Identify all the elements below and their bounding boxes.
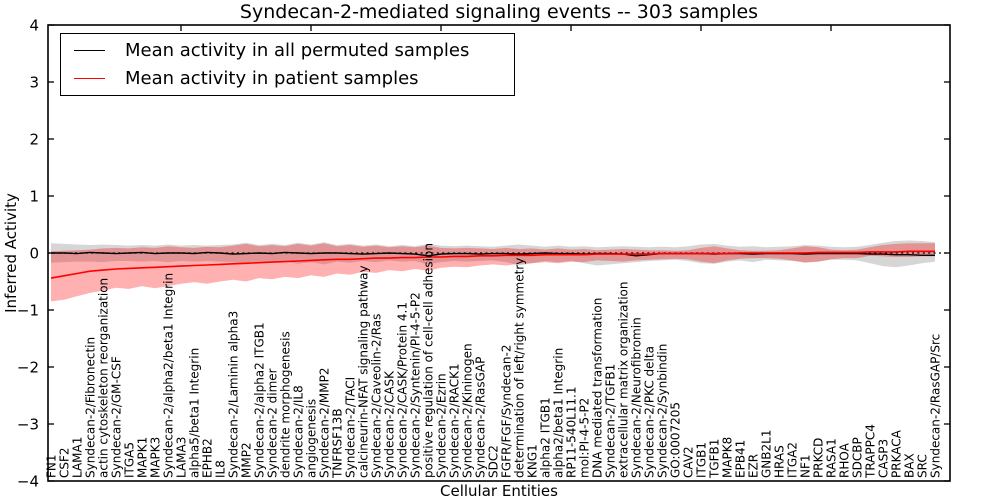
legend-item-permuted: Mean activity in all permuted samples <box>74 40 514 61</box>
x-tick-label: TNFRSF13B <box>331 408 345 479</box>
x-tick-label: BAX <box>903 453 917 478</box>
legend-item-patient: Mean activity in patient samples <box>74 68 514 89</box>
x-tick-label: actin cytoskeleton reorganization <box>97 278 111 478</box>
x-tick-label: PRKCD <box>812 438 826 478</box>
x-tick-label: DNA mediated transformation <box>591 298 605 478</box>
x-tick-label: Syndecan-2/RasGAP <box>474 357 488 478</box>
legend-line-swatch-permuted <box>74 50 105 52</box>
x-tick-label: MAPK8 <box>721 437 735 478</box>
x-tick-label: LAMA3 <box>175 437 189 478</box>
x-tick-label: mol:PI-4-5-P2 <box>578 398 592 478</box>
x-tick-label: SDC2 <box>487 445 501 478</box>
x-tick-label: FGFR/FGF/Syndecan-2 <box>500 345 514 478</box>
x-tick-label: Syndecan-2/IL8 <box>292 385 306 478</box>
x-tick-label: Syndecan-2/Caveolin-2/Ras <box>370 314 384 478</box>
x-tick-label: TGFB1 <box>708 439 722 479</box>
x-tick-label: Syndecan-2/Syntenin/PI-4-5-P2 <box>409 292 423 478</box>
x-tick-label: Syndecan-2/MMP2 <box>318 368 332 478</box>
legend: Mean activity in all permuted samples Me… <box>60 33 515 96</box>
x-tick-label: CAV2 <box>682 446 696 478</box>
y-tick-label: −2 <box>17 359 39 377</box>
patient-range-band <box>51 243 935 302</box>
x-tick-label: Syndecan-2/Ezrin <box>435 373 449 478</box>
y-tick-label: −3 <box>17 416 39 434</box>
x-tick-label: IL8 <box>214 460 228 478</box>
x-tick-label: Syndecan-2/RasGAP/Src <box>929 334 943 478</box>
x-tick-label: RHOA <box>838 442 852 478</box>
x-axis-top-ticks <box>180 25 832 31</box>
x-tick-label: Syndecan-2/alpha2/beta1 Integrin <box>162 273 176 478</box>
x-tick-label: EPHB2 <box>201 438 215 478</box>
patient-mean-line <box>50 250 935 279</box>
x-tick-label: EZR <box>747 454 761 478</box>
x-tick-label: LAMA1 <box>71 437 85 478</box>
y-tick-label: −4 <box>17 473 39 491</box>
x-tick-label: GO:0007205 <box>669 402 683 478</box>
x-tick-label: alpha5/beta1 Integrin <box>188 348 202 478</box>
x-tick-label: Syndecan-2/alpha2 ITGB1 <box>253 322 267 478</box>
x-tick-label: Syndecan-2/CASK/Protein 4.1 <box>396 302 410 478</box>
x-tick-label: ITGA2 <box>786 442 800 478</box>
y-axis-title: Inferred Activity <box>2 193 20 313</box>
x-tick-label: NF1 <box>799 454 813 478</box>
x-tick-label: Syndecan-2/CASK <box>383 370 397 478</box>
y-tick-label: 0 <box>29 245 39 263</box>
x-tick-label: CSF2 <box>58 447 72 478</box>
x-tick-label: Syndecan-2/Neurofibromin <box>630 317 644 478</box>
x-tick-label: FN1 <box>45 454 59 478</box>
y-tick-label: 4 <box>29 17 39 35</box>
x-tick-label: alpha2/beta1 Integrin <box>552 348 566 478</box>
x-tick-label: EPB41 <box>734 440 748 478</box>
x-tick-label: SDCBP <box>851 437 865 478</box>
legend-line-swatch-patient <box>74 77 105 79</box>
x-tick-label: calcineurin-NFAT signaling pathway <box>357 265 371 478</box>
x-tick-label: Syndecan-2/Synbindin <box>656 344 670 478</box>
x-tick-label: MAPK1 <box>136 437 150 478</box>
x-tick-label: TRAPPC4 <box>864 424 878 479</box>
y-tick-label: 3 <box>29 74 39 92</box>
x-tick-label: alpha2 ITGB1 <box>539 397 553 478</box>
x-axis-title: Cellular Entities <box>440 482 558 500</box>
x-tick-label: positive regulation of cell-cell adhesio… <box>422 243 436 478</box>
chart-title: Syndecan-2-mediated signaling events -- … <box>239 1 759 23</box>
x-tick-label: dendrite morphogenesis <box>279 331 293 478</box>
x-tick-label: angiogenesis <box>305 399 319 478</box>
x-tick-label: MAPK3 <box>149 437 163 478</box>
x-tick-label: CASP3 <box>877 439 891 478</box>
x-tick-label: Syndecan-2/TGFB1 <box>604 364 618 478</box>
legend-label-patient: Mean activity in patient samples <box>125 67 419 89</box>
x-tick-label: PRKACA <box>890 429 904 478</box>
legend-label-permuted: Mean activity in all permuted samples <box>125 40 470 62</box>
x-tick-label: Syndecan-2/Kininogen <box>461 343 475 478</box>
x-tick-label: ITGA5 <box>123 442 137 478</box>
x-tick-label: RASA1 <box>825 438 839 478</box>
x-tick-label: GNB2L1 <box>760 430 774 478</box>
y-tick-label: 2 <box>29 131 39 149</box>
x-tick-label: Syndecan-2/PKC delta <box>643 346 657 478</box>
x-tick-label: Syndecan-2 dimer <box>266 368 280 478</box>
x-tick-label: Syndecan-2/TACI <box>344 377 358 478</box>
x-tick-label: KNG1 <box>526 444 540 478</box>
x-tick-label: HRAS <box>773 445 787 478</box>
y-tick-label: 1 <box>29 188 39 206</box>
x-tick-label: Syndecan-2/Fibronectin <box>84 337 98 478</box>
x-tick-label: ITGB1 <box>695 442 709 478</box>
x-tick-label: Syndecan-2/GM-CSF <box>110 356 124 478</box>
x-tick-label: RP11-540L11.1 <box>565 387 579 478</box>
x-tick-label: extracellular matrix organization <box>617 282 631 479</box>
y-tick-label: −1 <box>17 302 39 320</box>
x-tick-label: MMP2 <box>240 442 254 478</box>
x-tick-label: SRC <box>916 454 930 478</box>
x-tick-label: determination of left/right symmetry <box>513 258 527 478</box>
y-axis-ticks: −4 −3 −2 −1 0 1 2 3 4 <box>17 17 950 491</box>
x-tick-label: Syndecan-2/Laminin alpha3 <box>227 311 241 478</box>
x-tick-label: Syndecan-2/RACK1 <box>448 363 462 478</box>
